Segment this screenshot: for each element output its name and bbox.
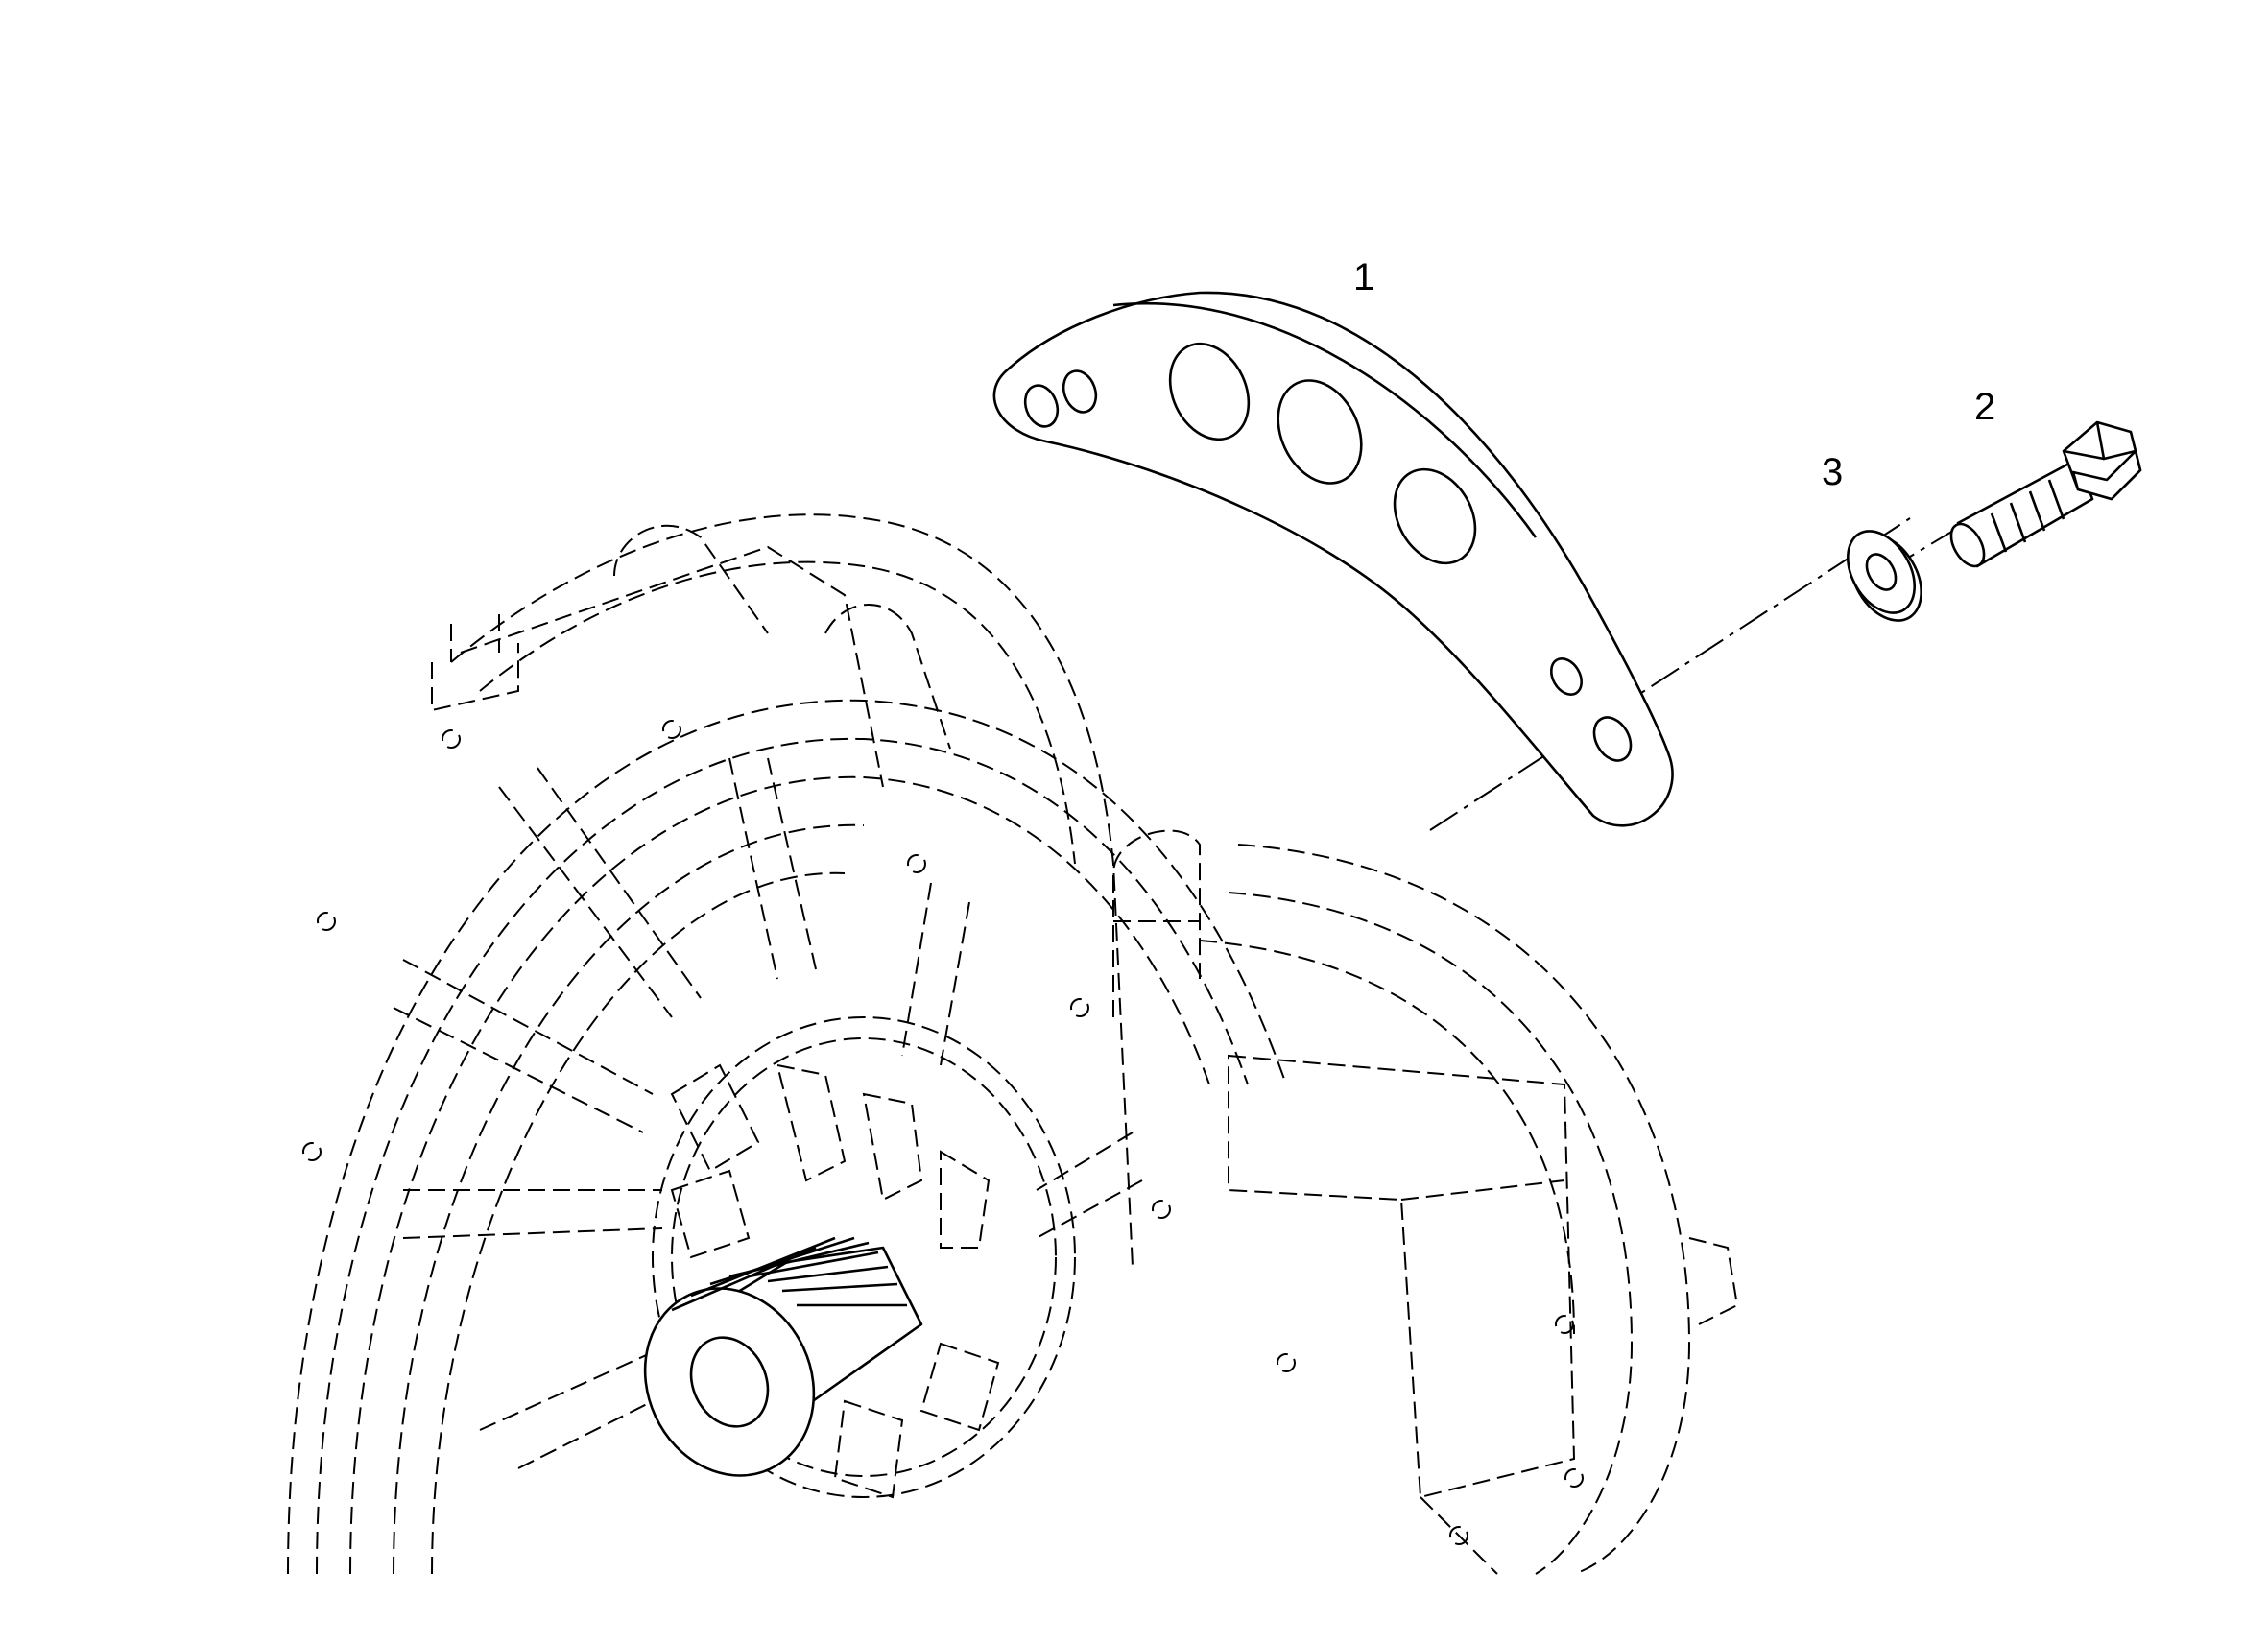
callout-label-3: 3 — [1822, 451, 1843, 493]
washer-part — [1847, 530, 1922, 622]
transmission-housing — [287, 513, 1739, 1575]
hex-bolt-part — [1949, 420, 2142, 568]
mounting-bracket-part — [992, 291, 1674, 827]
splined-input-shaft — [643, 1236, 923, 1477]
assembly-axis-line — [1429, 517, 1911, 831]
callout-label-1: 1 — [1353, 256, 1374, 298]
callout-label-2: 2 — [1974, 386, 1995, 428]
